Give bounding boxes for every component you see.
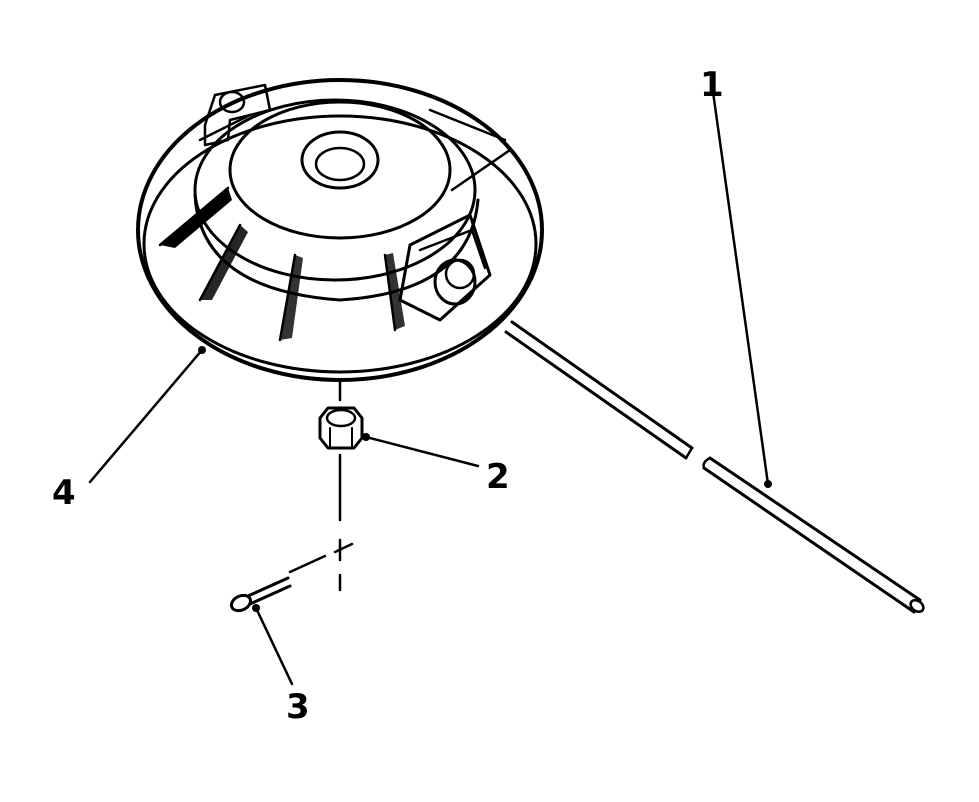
hub-housing [136, 78, 544, 382]
callout-2: 2 [486, 457, 510, 497]
assembly-axis [288, 380, 354, 592]
callout-4: 4 [52, 473, 76, 513]
pin-rod [504, 320, 925, 614]
callout-3: 3 [286, 687, 310, 727]
leader-lines [88, 90, 772, 686]
nut [318, 406, 364, 450]
callout-1: 1 [700, 65, 724, 105]
cotter-pin [229, 576, 292, 613]
